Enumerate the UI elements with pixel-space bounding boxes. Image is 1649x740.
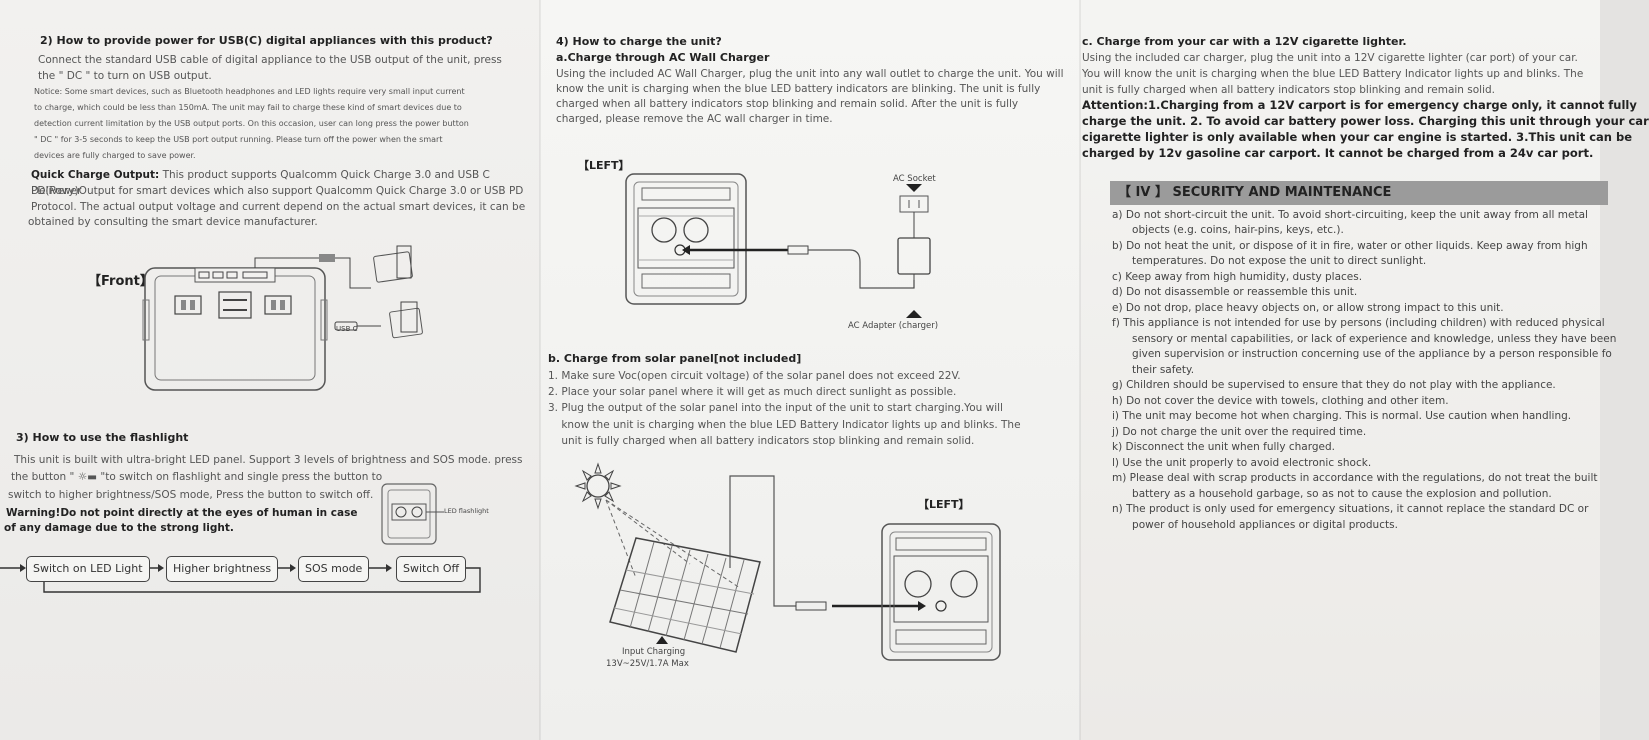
- car-charge-line-3: unit is fully charged when all battery i…: [1082, 84, 1496, 96]
- flashlight-line-1: This unit is built with ultra-bright LED…: [14, 454, 523, 466]
- front-label: 【Front】: [88, 274, 153, 289]
- solar-line-4: know the unit is charging when the blue …: [548, 419, 1021, 431]
- warning-line-2: of any damage due to the strong light.: [4, 522, 234, 534]
- security-item-c: c) Keep away from high humidity, dusty p…: [1112, 271, 1363, 283]
- flashlight-diagram: [381, 483, 444, 545]
- ac-charger-line-3: charged when all battery indicators stop…: [556, 98, 1019, 110]
- attention-line-3: cigarette lighter is only available when…: [1082, 130, 1632, 144]
- flow-step-switch-off: Switch Off: [396, 556, 467, 582]
- security-item-i: i) The unit may become hot when charging…: [1112, 410, 1572, 422]
- security-item-l: l) Use the unit properly to avoid electr…: [1112, 457, 1372, 469]
- security-item-e: e) Do not drop, place heavy objects on, …: [1112, 302, 1504, 314]
- solar-charging-diagram: [574, 462, 1001, 661]
- solar-line-3: 3. Plug the output of the solar panel in…: [548, 402, 1003, 414]
- security-item-a-1: a) Do not short-circuit the unit. To avo…: [1112, 209, 1588, 221]
- security-item-a-2: objects (e.g. coins, hair-pins, keys, et…: [1112, 224, 1344, 236]
- input-charging-spec: 13V~25V/1.7A Max: [606, 659, 689, 669]
- notice-line-3: detection current limitation by the USB …: [34, 119, 469, 128]
- security-item-j: j) Do not charge the unit over the requi…: [1112, 426, 1367, 438]
- quick-charge-line-3: Protocol. The actual output voltage and …: [31, 201, 526, 213]
- flow-step-higher-brightness: Higher brightness: [166, 556, 279, 582]
- ac-charger-line-2: know the unit is charging when the blue …: [556, 83, 1041, 95]
- warning-line-1: Warning!Do not point directly at the eye…: [6, 507, 358, 519]
- flow-step-switch-on: Switch on LED Light: [26, 556, 150, 582]
- quick-charge-line-4: obtained by consulting the smart device …: [28, 216, 318, 228]
- usb-instruction-line-1: Connect the standard USB cable of digita…: [38, 54, 502, 66]
- security-item-n-2: power of household appliances or digital…: [1112, 519, 1398, 531]
- middle-panel: 4) How to charge the unit? a.Charge thro…: [540, 0, 1080, 740]
- solar-panel: [609, 537, 761, 653]
- ac-charger-title: a.Charge through AC Wall Charger: [556, 51, 770, 64]
- attention-line-4: charged by 12v gasoline car carport. It …: [1082, 146, 1594, 160]
- charge-section-title: 4) How to charge the unit?: [556, 35, 722, 48]
- solar-line-1: 1. Make sure Voc(open circuit voltage) o…: [548, 370, 961, 382]
- flashlight-mode-flow-lines: [0, 564, 481, 593]
- car-charge-title: c. Charge from your car with a 12V cigar…: [1082, 35, 1407, 48]
- security-maintenance-heading: 【 IV 】 SECURITY AND MAINTENANCE: [1110, 181, 1608, 205]
- fold-line-2: [1079, 0, 1081, 740]
- flashlight-line-2: the button " ☼▬ "to switch on flashlight…: [11, 471, 383, 483]
- solar-charge-title: b. Charge from solar panel[not included]: [548, 352, 802, 365]
- flow-step-sos-mode: SOS mode: [298, 556, 370, 582]
- attention-line-2: charge the unit. 2. To avoid car battery…: [1082, 114, 1649, 128]
- led-flashlight-label: LED flashlight: [444, 507, 489, 515]
- security-item-f-4: their safety.: [1112, 364, 1195, 376]
- security-item-d: d) Do not disassemble or reassemble this…: [1112, 286, 1358, 298]
- security-item-k: k) Disconnect the unit when fully charge…: [1112, 441, 1335, 453]
- solar-line-5: unit is fully charged when all battery i…: [548, 435, 975, 447]
- notice-line-1: Notice: Some smart devices, such as Blue…: [34, 87, 465, 96]
- notice-line-2: to charge, which could be less than 150m…: [34, 103, 462, 112]
- front-view-diagram: [142, 245, 423, 391]
- security-item-g: g) Children should be supervised to ensu…: [1112, 379, 1556, 391]
- security-item-b-2: temperatures. Do not expose the unit to …: [1112, 255, 1427, 267]
- quick-charge-text: This product supports Qualcomm Quick Cha…: [31, 169, 490, 197]
- security-item-f-3: given supervision or instruction concern…: [1112, 348, 1612, 360]
- security-item-n-1: n) The product is only used for emergenc…: [1112, 503, 1589, 515]
- right-panel: c. Charge from your car with a 12V cigar…: [1080, 0, 1649, 740]
- ac-charger-line-1: Using the included AC Wall Charger, plug…: [556, 68, 1064, 80]
- quick-charge-line-2: Delivery)Output for smart devices which …: [31, 185, 524, 197]
- usb-instruction-line-2: the " DC " to turn on USB output.: [38, 70, 212, 82]
- left-view-label-2: 【LEFT】: [918, 498, 970, 511]
- notice-line-5: devices are fully charged to save power.: [34, 151, 196, 160]
- ac-charger-line-4: charged, please remove the AC wall charg…: [556, 113, 833, 125]
- ac-adapter-label: AC Adapter (charger): [848, 321, 939, 331]
- left-view-label: 【LEFT】: [578, 159, 630, 172]
- quick-charge-line-1: Quick Charge Output: This product suppor…: [31, 167, 540, 199]
- quick-charge-label: Quick Charge Output:: [31, 169, 160, 181]
- fold-line-1: [539, 0, 541, 740]
- notice-line-4: " DC " for 3-5 seconds to keep the USB p…: [34, 135, 443, 144]
- security-item-f-2: sensory or mental capabilities, or lack …: [1112, 333, 1617, 345]
- car-charge-line-1: Using the included car charger, plug the…: [1082, 52, 1578, 64]
- left-panel: 2) How to provide power for USB(C) digit…: [0, 0, 540, 740]
- car-charge-line-2: You will know the unit is charging when …: [1082, 68, 1584, 80]
- security-item-m-1: m) Please deal with scrap products in ac…: [1112, 472, 1598, 484]
- security-item-m-2: battery as a household garbage, so as no…: [1112, 488, 1552, 500]
- ac-charging-diagram: [625, 173, 931, 318]
- usbc-port-label: USB C: [336, 325, 358, 333]
- security-item-h: h) Do not cover the device with towels, …: [1112, 395, 1449, 407]
- ac-socket-label: AC Socket: [893, 174, 936, 184]
- security-item-b-1: b) Do not heat the unit, or dispose of i…: [1112, 240, 1588, 252]
- flashlight-section-title: 3) How to use the flashlight: [16, 431, 189, 444]
- unit-side-view: [881, 523, 1001, 661]
- input-charging-label: Input Charging: [622, 647, 686, 657]
- security-item-f-1: f) This appliance is not intended for us…: [1112, 317, 1605, 329]
- usb-section-title: 2) How to provide power for USB(C) digit…: [40, 34, 493, 47]
- sun-icon: [574, 462, 622, 510]
- solar-line-2: 2. Place your solar panel where it will …: [548, 386, 957, 398]
- attention-line-1: Attention:1.Charging from a 12V carport …: [1082, 98, 1637, 112]
- flashlight-line-3: switch to higher brightness/SOS mode, Pr…: [8, 489, 374, 501]
